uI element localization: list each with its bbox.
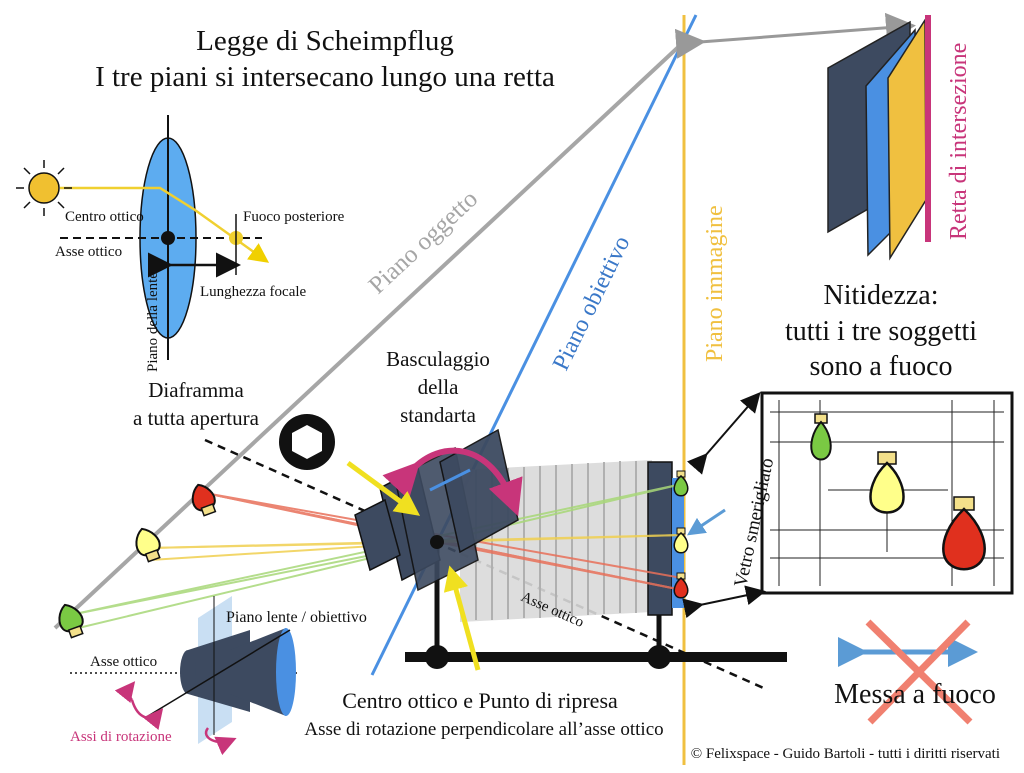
three-planes-icon: [827, 15, 931, 261]
nitidezza-line-3: sono a fuoco: [809, 351, 952, 382]
centro-pointer: [443, 565, 481, 671]
nitidezza-line-1: Nitidezza:: [823, 280, 938, 311]
basculaggio-label-2: della: [418, 375, 459, 399]
fuoco-posteriore-label: Fuoco posteriore: [243, 209, 345, 225]
camera-rail: [405, 652, 787, 662]
title-line-2: I tre piani si intersecano lungo una ret…: [95, 61, 555, 93]
front-rail-knob: [425, 645, 449, 669]
centro-ottico-label: Centro ottico: [65, 209, 144, 225]
aperture-icon: [279, 414, 335, 470]
diaframma-pointer: [346, 460, 421, 516]
piano-immagine-label: Piano immagine: [702, 205, 728, 362]
green-bulb-view: [810, 413, 832, 461]
sun-icon: [16, 160, 72, 216]
piano-lente-label: Piano lente / obiettivo: [226, 609, 367, 626]
rear-standard: [647, 461, 673, 616]
intersection-point: [677, 35, 693, 51]
green-bulb-subject: [58, 603, 84, 639]
yellow-bulb-small: [673, 527, 689, 554]
vetro-arrow-bottom: [682, 585, 766, 619]
nitidezza-line-2: tutti i tre soggetti: [785, 316, 977, 347]
red-bulb-view: [942, 496, 986, 571]
diaframma-label-2: a tutta apertura: [133, 406, 260, 430]
assi-rotazione-label: Assi di rotazione: [70, 729, 172, 745]
title-line-1: Legge di Scheimpflug: [196, 25, 454, 57]
piano-della-lente-label: Piano della lente: [145, 272, 161, 372]
basculaggio-arrow: [382, 447, 523, 517]
diaframma-label-1: Diaframma: [148, 378, 244, 402]
rear-rail-knob: [647, 645, 671, 669]
copyright: © Felixspace - Guido Bartoli - tutti i d…: [691, 746, 1000, 762]
basculaggio-label-3: standarta: [400, 403, 476, 427]
rotation-inset: [70, 596, 300, 756]
bottom-caption-line-2: Asse di rotazione perpendicolare all’ass…: [304, 719, 663, 740]
vetro-pointer: [687, 508, 726, 536]
retta-label: Retta di intersezione: [946, 43, 972, 240]
yellow-bulb-subject: [135, 527, 161, 563]
bottom-caption-line-1: Centro ottico e Punto di ripresa: [342, 688, 618, 713]
green-bulb-small: [673, 470, 689, 497]
asse-ottico-rotation-label: Asse ottico: [90, 654, 157, 670]
lens-inset: [60, 115, 270, 360]
messa-a-fuoco-icon: [838, 619, 978, 725]
yellow-bulb-view: [869, 451, 905, 514]
piano-obiettivo-label: Piano obiettivo: [548, 232, 635, 375]
messa-a-fuoco-label: Messa a fuoco: [834, 679, 996, 710]
vetro-arrow-top: [686, 391, 761, 475]
piano-oggetto-line: [53, 36, 690, 630]
intersection-arrow: [674, 12, 916, 59]
asse-ottico-label-inset: Asse ottico: [55, 244, 122, 260]
basculaggio-label-1: Basculaggio: [386, 347, 490, 371]
red-bulb-subject: [191, 483, 217, 517]
lunghezza-focale-label: Lunghezza focale: [200, 284, 307, 300]
